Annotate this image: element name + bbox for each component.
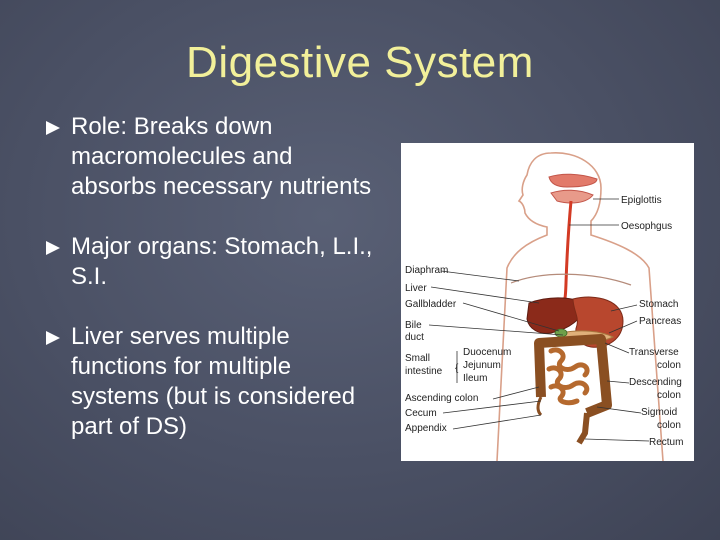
bullet-text: Liver serves multiple functions for mult… xyxy=(71,323,356,440)
label-transverse-1: Transverse xyxy=(629,347,679,358)
label-ascending: Ascending colon xyxy=(405,393,478,404)
liver xyxy=(526,297,586,334)
label-diaphragm: Diaphram xyxy=(405,265,448,276)
label-appendix: Appendix xyxy=(405,423,447,434)
bullet-text: Role: Breaks down macromolecules and abs… xyxy=(71,113,372,200)
label-oesophagus: Oesophgus xyxy=(621,221,672,232)
digestive-system-diagram: Epiglottis Oesophgus Diaphram Liver Gall… xyxy=(401,143,694,461)
label-sigmoid-2: colon xyxy=(657,420,681,431)
label-small-1: Small xyxy=(405,353,430,364)
label-sigmoid-1: Sigmoid xyxy=(641,407,677,418)
label-jejunum: Jejunum xyxy=(463,360,501,371)
label-rectum: Rectum xyxy=(649,437,683,448)
leader-lines xyxy=(428,198,650,442)
arrow-bullet-icon xyxy=(46,121,60,135)
label-liver: Liver xyxy=(405,283,427,294)
bullet-liver: Liver serves multiple functions for mult… xyxy=(46,322,376,442)
label-bile-2: duct xyxy=(405,332,424,343)
label-bile-1: Bile xyxy=(405,320,422,331)
diaphragm xyxy=(510,273,632,286)
bullet-major-organs: Major organs: Stomach, L.I., S.I. xyxy=(46,232,376,292)
label-stomach: Stomach xyxy=(639,299,678,310)
brace-icon: { xyxy=(455,363,459,374)
label-duodenum: Duocenum xyxy=(463,347,511,358)
digestive-anatomy-svg: Epiglottis Oesophgus Diaphram Liver Gall… xyxy=(405,152,683,461)
label-small-2: intestine xyxy=(405,366,443,377)
slide-title: Digestive System xyxy=(186,38,534,87)
esophagus xyxy=(561,200,573,302)
arrow-bullet-icon xyxy=(46,331,60,345)
label-cecum: Cecum xyxy=(405,408,437,419)
label-ileum: Ileum xyxy=(463,373,487,384)
label-descending-1: Descending xyxy=(629,377,682,388)
appendix xyxy=(536,396,543,417)
rectum xyxy=(576,412,590,445)
label-transverse-2: colon xyxy=(657,360,681,371)
bullet-role: Role: Breaks down macromolecules and abs… xyxy=(46,112,376,202)
arrow-bullet-icon xyxy=(46,241,60,255)
label-pancreas: Pancreas xyxy=(639,316,681,327)
bullet-text: Major organs: Stomach, L.I., S.I. xyxy=(71,233,373,290)
nasal-cavity xyxy=(548,173,598,188)
mouth-cavity xyxy=(550,189,594,204)
small-intestine xyxy=(546,347,590,406)
label-descending-2: colon xyxy=(657,390,681,401)
bullet-list: Role: Breaks down macromolecules and abs… xyxy=(46,112,376,472)
label-epiglottis: Epiglottis xyxy=(621,195,662,206)
body-outline xyxy=(496,152,664,461)
label-gallbladder: Gallbladder xyxy=(405,299,457,310)
